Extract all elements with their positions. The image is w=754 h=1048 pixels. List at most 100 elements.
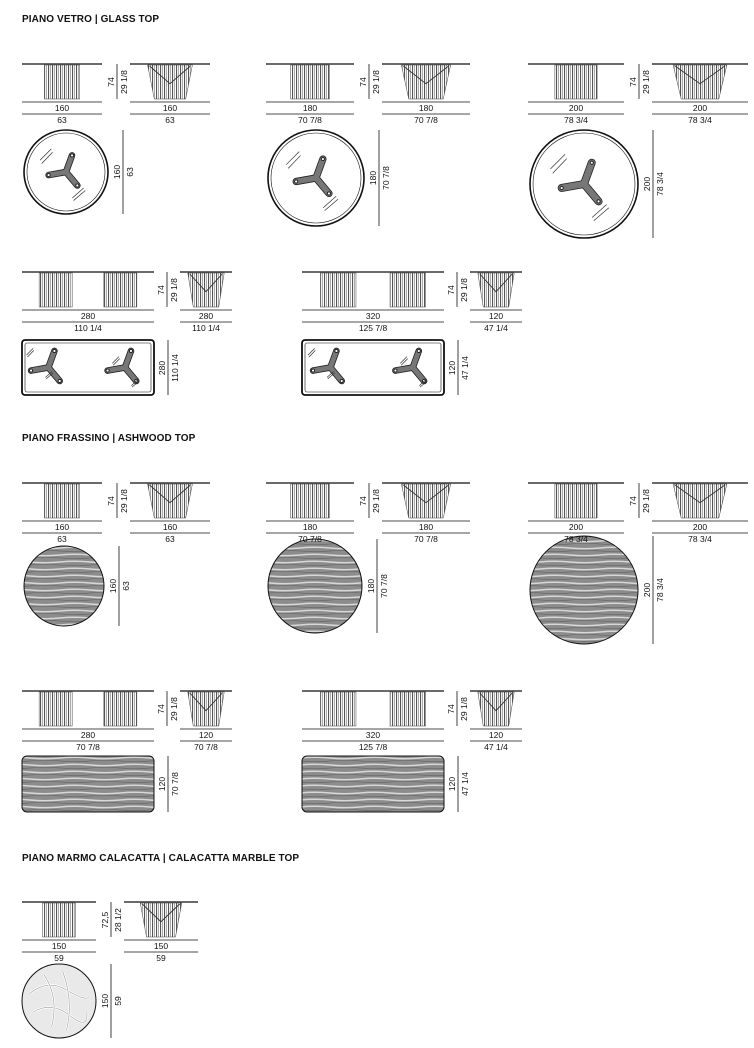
ash-round-1-height-in: 29 1/8 [119,489,129,513]
glass-rect-2-leg-front [477,272,515,308]
ash-round-1-width-in: 63 [57,534,67,544]
glass-rect-plan-1-reflection-left [26,348,54,380]
ash-rect-plan-1-wood-top [21,755,155,813]
ash-rect-1-width-in: 70 7/8 [194,742,218,752]
glass-rect-plan-2-reflection-right [400,356,428,388]
ash-round-plan-1-diam-in: 63 [121,581,131,591]
glass-round-plan-2-reflection [285,151,339,211]
glass-rect-1-length-cm: 280 [80,311,96,321]
glass-rect-plan-2-tripod-left [309,347,345,385]
ash-round-2-width-in-2: 70 7/8 [414,534,438,544]
marble-round-1-width-cm: 150 [51,941,67,951]
ash-rect-plan-2-wood-top [301,755,445,813]
glass-round-1-height-in: 29 1/8 [119,70,129,94]
glass-rect-1-length-in: 110 1/4 [74,323,102,333]
glass-round-plan-1-reflection [39,148,86,201]
ash-rect-1-leg-left [38,691,73,727]
glass-round-2-height-in: 29 1/8 [371,70,381,94]
glass-round-plan-2-diam-in: 70 7/8 [381,166,391,190]
glass-rect-1-height-cm: 74 [156,285,166,295]
ash-round-plan-1-diam-cm: 160 [108,578,118,594]
ash-round-3-height-cm: 74 [628,496,638,506]
ash-round-1-leg-front [147,483,193,519]
glass-round-2-leg-side [290,64,330,100]
glass-round-1-leg-front [147,64,193,100]
glass-rect-plan-1-width-in-plan: 110 1/4 [170,353,180,382]
glass-round-plan-3-reflection [550,154,610,221]
ash-round-3-height-in: 29 1/8 [641,489,651,513]
ash-round-plan-2-diam-cm: 180 [366,578,376,594]
glass-rect-plan-2-tripod-right [392,347,428,385]
glass-round-2-width-in: 70 7/8 [298,115,322,125]
glass-rect-plan-1-tripod-right [104,347,140,385]
marble-round-1-width-cm-2: 150 [153,941,169,951]
glass-round-3-width-in: 78 3/4 [564,115,588,125]
glass-rect-2-height-cm: 74 [446,285,456,295]
glass-rect-2-height-in: 29 1/8 [459,278,469,302]
marble-round-1-leg-side [42,902,76,938]
ash-rect-2-length-cm: 320 [365,730,381,740]
ash-round-3-width-cm-2: 200 [692,522,708,532]
ash-rect-plan-2-width-in-plan: 47 1/4 [460,772,470,796]
glass-round-plan-1-diam-in: 63 [125,167,135,177]
ash-round-1-width-in-2: 63 [165,534,175,544]
glass-round-plan-1-glass-inner [26,132,106,212]
glass-rect-1-leg-left [38,272,73,308]
glass-round-1-width-in: 63 [57,115,67,125]
ash-round-1-width-cm-2: 160 [162,522,178,532]
glass-round-2-height-cm: 74 [358,77,368,87]
glass-rect-plan-2-glass-inner [304,342,442,393]
glass-round-plan-2-tripod [292,155,333,198]
glass-round-1-height-cm: 74 [106,77,116,87]
glass-round-plan-3-diam-cm: 200 [642,176,652,192]
glass-round-3-width-in-2: 78 3/4 [688,115,712,125]
glass-round-2-leg-front [401,64,451,100]
section-title-glass: PIANO VETRO | GLASS TOP [22,14,160,25]
glass-rect-plan-1-reflection-right [112,356,140,388]
ash-rect-2-width-cm: 120 [488,730,504,740]
ash-round-plan-3-wood-top [529,535,639,645]
ash-round-2-height-cm: 74 [358,496,368,506]
ash-round-1-width-cm: 160 [54,522,70,532]
ash-round-1-leg-side [44,483,80,519]
glass-round-2-width-cm: 180 [302,103,318,113]
ash-round-plan-1-wood-top [23,545,105,627]
glass-rect-2-leg-left [320,272,357,308]
glass-rect-2-length-in: 125 7/8 [358,323,388,333]
marble-round-plan-1-diam-cm: 150 [100,993,110,1009]
glass-rect-1-height-in: 29 1/8 [169,278,179,302]
glass-round-3-height-cm: 74 [628,77,638,87]
ash-round-3-leg-side [554,483,598,519]
ash-round-2-width-in: 70 7/8 [298,534,322,544]
glass-round-plan-3-glass-inner [532,132,636,236]
ash-rect-1-length-cm: 280 [80,730,96,740]
ash-rect-plan-1-width-in-plan: 70 7/8 [170,772,180,796]
glass-round-3-leg-side [554,64,598,100]
ash-round-2-width-cm: 180 [302,522,318,532]
ash-round-2-leg-front [401,483,451,519]
ash-round-plan-3-diam-in: 78 3/4 [655,578,665,602]
glass-round-2-width-in-2: 70 7/8 [414,115,438,125]
ash-rect-2-leg-left [320,691,357,727]
glass-rect-plan-2-reflection-left [307,348,335,380]
ash-round-3-width-in: 78 3/4 [564,534,588,544]
glass-round-1-width-cm: 160 [54,103,70,113]
ash-round-2-leg-side [290,483,330,519]
glass-rect-plan-2-width-cm-plan: 120 [447,360,457,375]
glass-round-plan-1-tripod [45,152,81,189]
ash-rect-2-height-cm: 74 [446,704,456,714]
ash-rect-1-width-cm: 120 [198,730,214,740]
glass-rect-1-leg-right [103,272,138,308]
marble-round-1-height-in: 28 1/2 [113,908,123,932]
ash-rect-plan-2-width-cm-plan: 120 [447,776,457,792]
marble-round-plan-1-diam-in: 59 [113,996,123,1006]
ash-round-plan-3-diam-cm: 200 [642,582,652,598]
marble-round-plan-1-marble-veins [28,971,90,1031]
ash-rect-1-leg-right [103,691,138,727]
ash-rect-2-height-in: 29 1/8 [459,697,469,721]
glass-rect-plan-1-glass-inner [24,342,152,393]
glass-round-2-width-cm-2: 180 [418,103,434,113]
glass-round-3-width-cm-2: 200 [692,103,708,113]
glass-round-1-width-cm-2: 160 [162,103,178,113]
